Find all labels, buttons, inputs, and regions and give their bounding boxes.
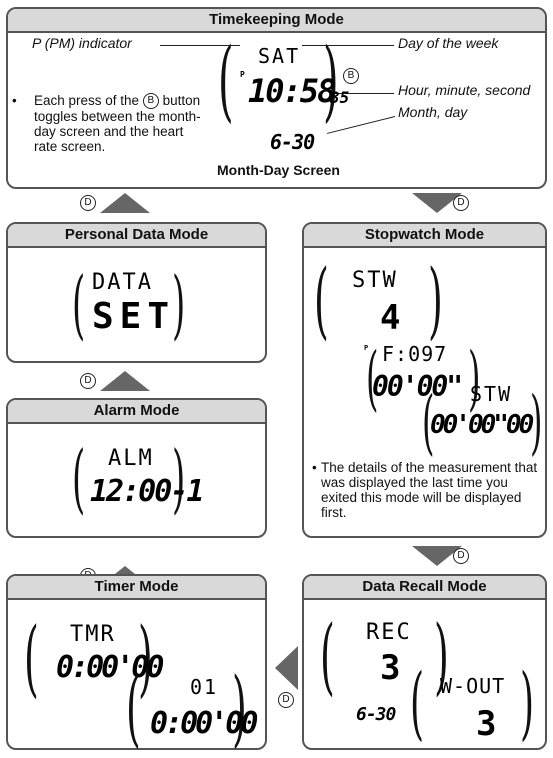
lcd-stw-time-1: 00'00": [372, 370, 463, 403]
lcd-stw: STW: [352, 268, 398, 293]
pm-mark: P: [364, 344, 369, 352]
button-d-icon: D: [80, 195, 96, 211]
watch-bracket-left: (: [366, 336, 379, 420]
day-of-week-leader: [302, 45, 394, 46]
timer-mode-title: Timer Mode: [8, 576, 265, 600]
lcd-time: 10:58: [248, 72, 336, 110]
watch-bracket-left: (: [126, 659, 141, 757]
timekeeping-mode-panel: Timekeeping Mode: [6, 7, 547, 189]
personal-data-mode-title: Personal Data Mode: [8, 224, 265, 248]
pm-mark: P: [240, 70, 245, 79]
day-of-week-label: Day of the week: [398, 35, 499, 51]
month-day-label: Month, day: [398, 104, 468, 120]
watch-bracket-left: (: [314, 251, 329, 349]
watch-bracket-left: (: [72, 436, 86, 524]
lcd-alm: ALM: [108, 446, 154, 471]
button-b-icon: B: [343, 68, 359, 84]
lcd-stw-2: STW: [470, 382, 513, 406]
lcd-seconds: 35: [330, 88, 350, 107]
lcd-timer-time: 0:00'00: [56, 650, 164, 685]
lcd-rec-date: 6-30: [356, 704, 396, 725]
lcd-workout: W-OUT: [440, 674, 506, 698]
arrow-left-icon: [275, 646, 298, 690]
month-day-screen-caption: Month-Day Screen: [217, 162, 340, 178]
stopwatch-note-text: The details of the measurement that was …: [321, 460, 538, 520]
lcd-rec: REC: [366, 620, 412, 645]
watch-bracket-left: (: [72, 262, 86, 350]
lcd-alarm-time: 12:00-1: [90, 474, 204, 509]
watch-bracket-right: ): [138, 609, 153, 707]
lcd-stw-time-2: 00'00"00: [430, 410, 534, 440]
lcd-set: SET: [92, 296, 176, 337]
button-d-icon: D: [278, 692, 294, 708]
button-d-icon: D: [80, 373, 96, 389]
lcd-data: DATA: [92, 270, 153, 295]
alarm-mode-panel: Alarm Mode: [6, 398, 267, 538]
watch-bracket-right: ): [520, 659, 535, 750]
button-b-inline-icon: B: [142, 93, 159, 110]
data-recall-mode-title: Data Recall Mode: [304, 576, 545, 600]
lcd-workout-number: 3: [476, 704, 497, 744]
watch-bracket-left: (: [218, 31, 234, 133]
note-text: Each press of the: [34, 93, 140, 108]
watch-bracket-right: ): [428, 251, 443, 349]
arrow-up-icon: [100, 371, 150, 391]
lcd-timer-time-2: 0:00'00: [150, 706, 258, 741]
timer-mode-panel: Timer Mode: [6, 574, 267, 750]
stopwatch-mode-title: Stopwatch Mode: [304, 224, 545, 248]
watch-bracket-left: (: [24, 609, 39, 707]
watch-bracket-right: ): [232, 659, 247, 757]
alarm-mode-title: Alarm Mode: [8, 400, 265, 424]
watch-bracket-right: ): [434, 607, 449, 705]
watch-bracket-left: (: [422, 380, 435, 464]
note-bullet: •: [12, 93, 17, 108]
personal-data-mode-panel: Personal Data Mode: [6, 222, 267, 363]
watch-bracket-right: ): [468, 336, 481, 420]
lcd-timer-number: 01: [190, 675, 219, 699]
hms-leader: [332, 93, 394, 94]
lcd-day: SAT: [258, 44, 301, 68]
pm-indicator-label: P (PM) indicator: [32, 35, 132, 51]
watch-bracket-right: ): [172, 436, 186, 524]
arrow-up-icon: [100, 193, 150, 213]
lcd-tmr: TMR: [70, 622, 116, 647]
button-d-icon: D: [453, 548, 469, 564]
stopwatch-mode-panel: Stopwatch Mode: [302, 222, 547, 538]
watch-bracket-left: (: [410, 659, 425, 750]
lcd-rec-number: 3: [380, 648, 401, 688]
lcd-lap-number: 4: [380, 298, 401, 338]
timekeeping-note: • Each press of the B button toggles bet…: [12, 93, 202, 154]
lcd-f-value: F:097: [382, 342, 448, 366]
watch-bracket-right: ): [530, 380, 543, 464]
data-recall-mode-panel: Data Recall Mode: [302, 574, 547, 750]
pm-indicator-leader: [160, 45, 240, 46]
watch-bracket-right: ): [172, 262, 186, 350]
hms-label: Hour, minute, second: [398, 82, 531, 98]
note-text-2: button toggles between the month-day scr…: [34, 93, 201, 155]
watch-bracket-right: ): [323, 31, 339, 133]
watch-bracket-left: (: [320, 607, 335, 705]
button-d-icon: D: [453, 195, 469, 211]
stopwatch-note: • The details of the measurement that wa…: [312, 460, 544, 520]
timekeeping-mode-title: Timekeeping Mode: [8, 9, 545, 33]
lcd-date: 6-30: [270, 130, 315, 154]
